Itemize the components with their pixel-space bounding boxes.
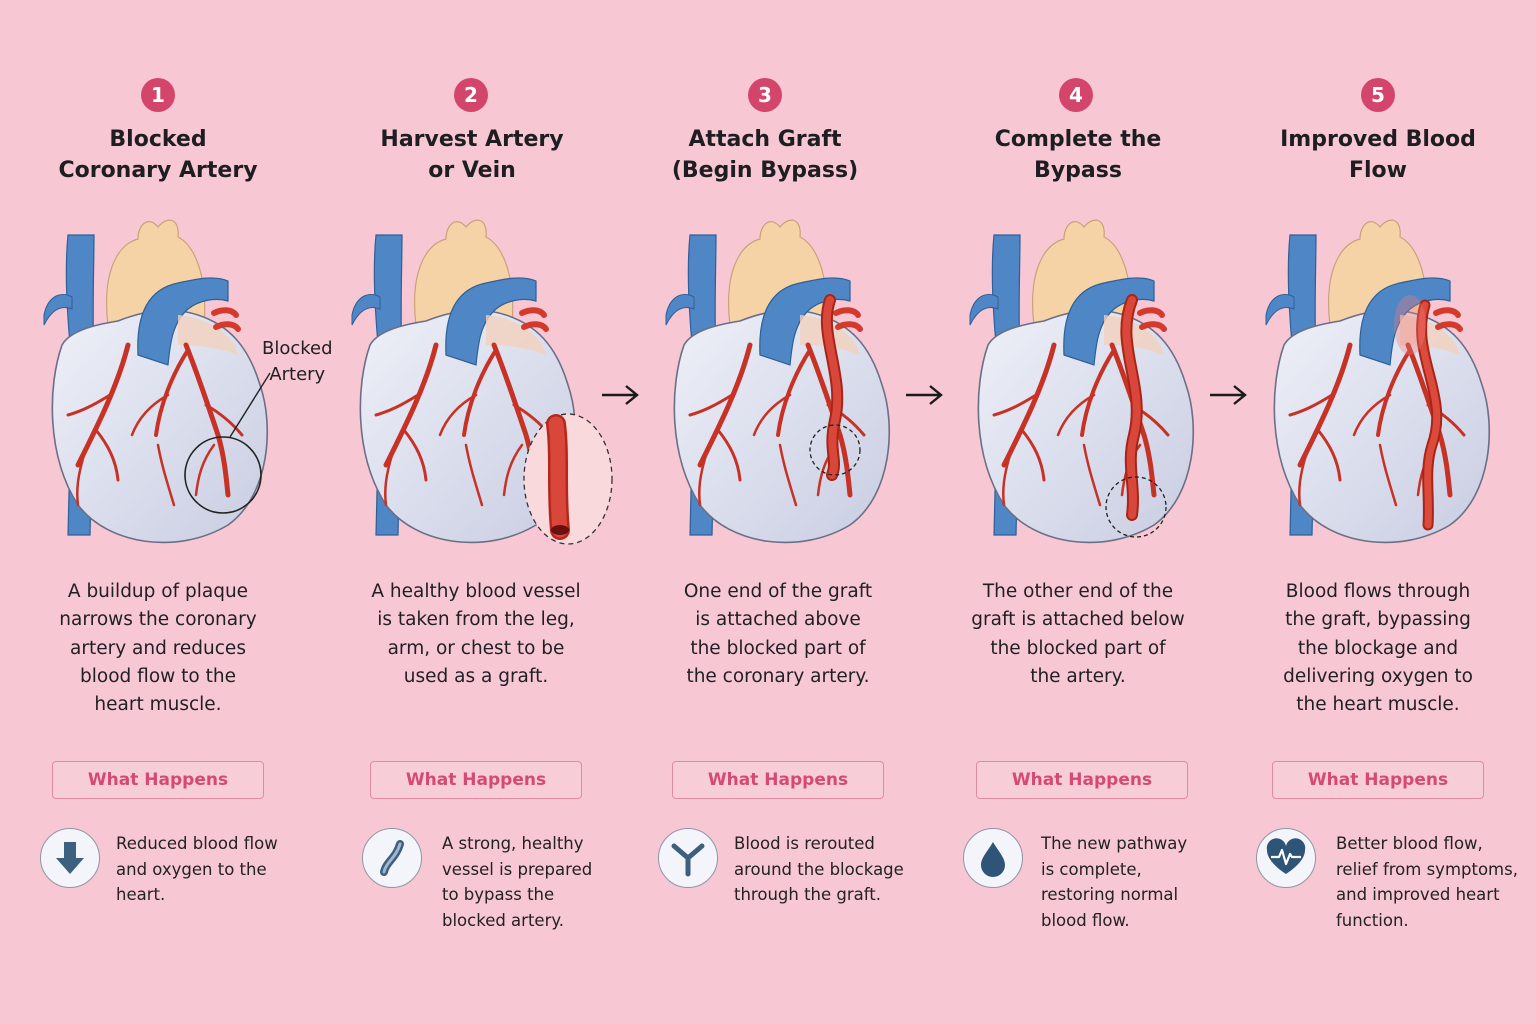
result-text: Reduced blood flow and oxygen to the hea… <box>116 834 278 904</box>
blockage-circle <box>184 372 271 514</box>
heart-illustration <box>964 205 1204 555</box>
result-text: Blood is rerouted around the blockage th… <box>734 834 904 904</box>
step-description: A healthy blood vessel is taken from the… <box>371 581 581 687</box>
step-number: 3 <box>748 78 782 112</box>
result-text: The new pathway is complete, restoring n… <box>1041 834 1188 930</box>
step-1: 1 Blocked Coronary Artery A buildup of p… <box>8 0 308 1024</box>
heart-illustration <box>38 205 271 555</box>
step-description: The other end of the graft is attached b… <box>971 581 1185 687</box>
step-description: Blood flows through the graft, bypassing… <box>1283 581 1473 716</box>
blocked-artery-label: Blocked Artery <box>262 338 333 385</box>
step-title: Blocked Coronary Artery <box>58 127 258 183</box>
arrow-right-icon <box>1210 385 1247 405</box>
step-description: A buildup of plaque narrows the coronary… <box>59 581 257 716</box>
what-happens-badge: What Happens <box>52 761 264 799</box>
arrow-right-icon <box>906 385 943 405</box>
arrow-right-icon <box>602 385 639 405</box>
step-description: One end of the graft is attached above t… <box>683 581 873 687</box>
heart-illustration <box>660 205 900 555</box>
reroute-icon <box>658 828 718 888</box>
result-text: A strong, healthy vessel is prepared to … <box>442 834 593 930</box>
step-title: Improved Blood Flow <box>1280 127 1476 183</box>
step-title: Complete the Bypass <box>994 127 1162 183</box>
graft-vessel <box>523 413 613 545</box>
step-title: Harvest Artery or Vein <box>380 127 564 183</box>
arrow-down-icon <box>40 828 100 888</box>
step-number: 1 <box>141 78 175 112</box>
step-3: 3 Attach Graft (Begin Bypass) One end of… <box>628 0 928 1024</box>
step-number: 4 <box>1059 78 1093 112</box>
step-number: 5 <box>1361 78 1395 112</box>
what-happens-badge: What Happens <box>672 761 884 799</box>
step-title: Attach Graft (Begin Bypass) <box>671 127 859 183</box>
heart-pulse-icon <box>1256 828 1316 888</box>
vessel-icon <box>362 828 422 888</box>
heart-illustration <box>1260 205 1500 555</box>
blood-drop-icon <box>963 828 1023 888</box>
step-number: 2 <box>454 78 488 112</box>
result-text: Better blood flow, relief from symptoms,… <box>1336 834 1518 930</box>
step-5: 5 Improved Blood Flow Blood flows throug… <box>1228 0 1528 1024</box>
step-2: 2 Harvest Artery or Vein A healthy blood… <box>326 0 626 1024</box>
what-happens-badge: What Happens <box>1272 761 1484 799</box>
step-4: 4 Complete the Bypass The other end of t… <box>928 0 1228 1024</box>
what-happens-badge: What Happens <box>976 761 1188 799</box>
what-happens-badge: What Happens <box>370 761 582 799</box>
